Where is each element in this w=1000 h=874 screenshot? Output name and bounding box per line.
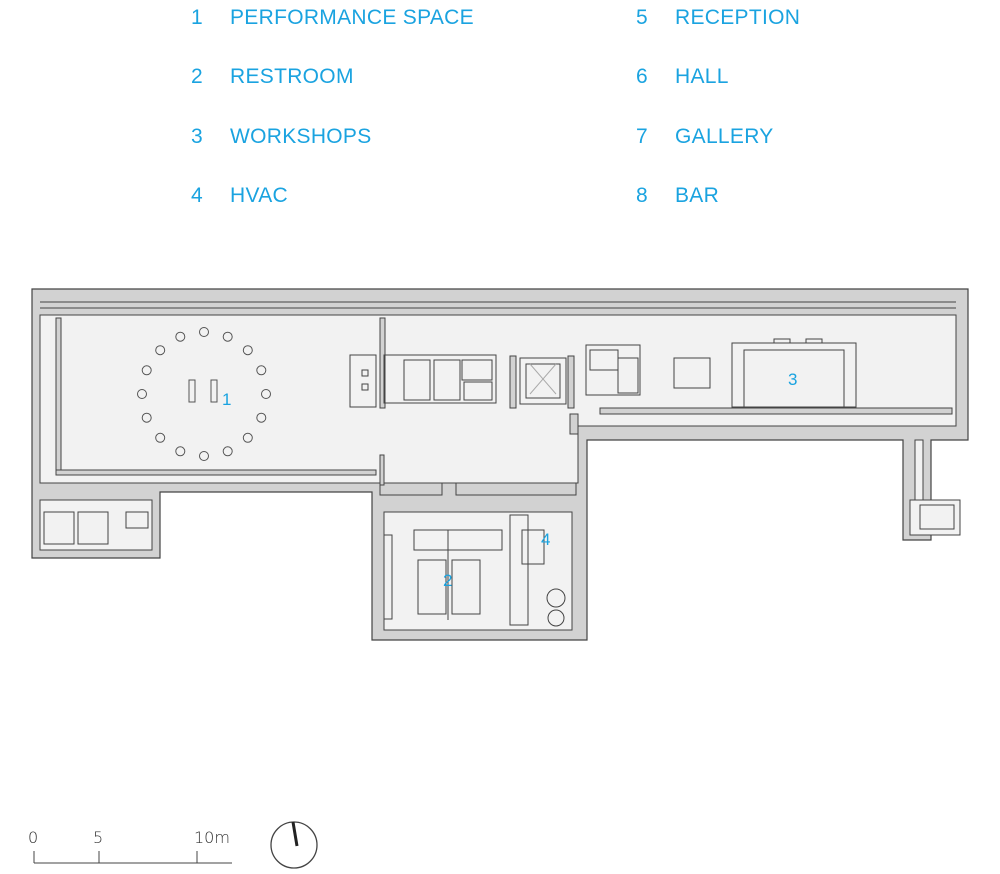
legend-label: PERFORMANCE SPACE <box>230 6 474 29</box>
chair <box>242 432 253 443</box>
chair <box>155 345 166 356</box>
chair-ring <box>137 327 271 461</box>
stair-core-center <box>349 354 567 408</box>
chair <box>199 327 209 337</box>
chair <box>242 345 253 356</box>
legend-number: 8 <box>636 184 648 207</box>
chair <box>256 365 267 376</box>
chair <box>175 446 186 457</box>
stair-bottom-right <box>919 504 955 530</box>
north-arrow-icon <box>270 821 318 869</box>
scale-bar <box>33 851 232 864</box>
scale-label-5: 5 <box>93 828 104 847</box>
legend-label: BAR <box>675 184 720 207</box>
chair <box>199 451 209 461</box>
legend-label: WORKSHOPS <box>230 125 372 148</box>
legend-number: 7 <box>636 125 648 148</box>
legend-number: 6 <box>636 65 648 88</box>
restroom-fixtures <box>383 514 566 627</box>
legend-label: RECEPTION <box>675 6 801 29</box>
legend-number: 3 <box>191 125 203 148</box>
chair <box>261 389 271 399</box>
chair <box>256 412 267 423</box>
top-corridor <box>40 301 956 309</box>
chair <box>222 331 233 342</box>
scale-label-10m: 10m <box>194 828 230 847</box>
legend-number: 1 <box>191 6 203 29</box>
stair-core-right <box>585 338 857 408</box>
room-number-3: 3 <box>788 370 797 389</box>
stair-bottom-left <box>43 511 149 545</box>
legend-number: 4 <box>191 184 203 207</box>
chair <box>222 446 233 457</box>
chair <box>175 331 186 342</box>
legend-number: 5 <box>636 6 648 29</box>
room-number-2: 2 <box>443 571 452 590</box>
scale-label-0: 0 <box>28 828 39 847</box>
legend-number: 2 <box>191 65 203 88</box>
chair <box>155 432 166 443</box>
interior-walls <box>55 317 953 496</box>
chair <box>141 412 152 423</box>
stage-blocks <box>188 379 218 403</box>
legend-label: GALLERY <box>675 125 774 148</box>
chair <box>137 389 147 399</box>
floor-areas <box>39 314 961 631</box>
legend-label: HVAC <box>230 184 288 207</box>
legend-label: RESTROOM <box>230 65 354 88</box>
legend-label: HALL <box>675 65 729 88</box>
room-number-1: 1 <box>222 390 231 409</box>
room-number-4: 4 <box>541 530 550 549</box>
chair <box>141 365 152 376</box>
